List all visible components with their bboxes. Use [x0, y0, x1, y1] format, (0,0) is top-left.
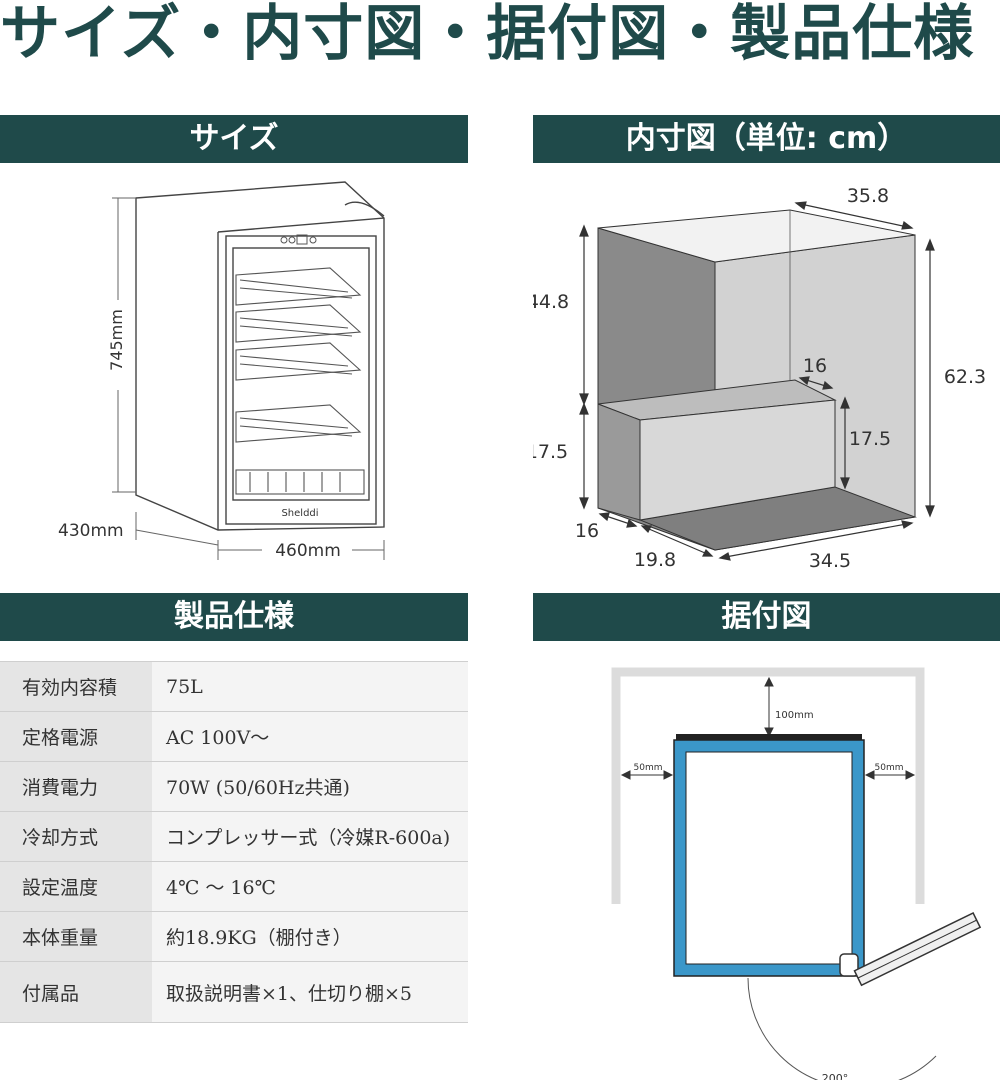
- top-gap-label: 100mm: [775, 710, 814, 721]
- height-label: 745mm: [107, 309, 126, 371]
- dim-bottom-width: 34.5: [809, 550, 851, 572]
- left-gap-label: 50mm: [634, 763, 663, 773]
- dim-bottom-front: 19.8: [634, 549, 676, 571]
- spec-label: 消費電力: [0, 761, 152, 812]
- spec-label: 定格電源: [0, 711, 152, 762]
- spec-label: 有効内容積: [0, 661, 152, 712]
- table-row: 付属品取扱説明書×1、仕切り棚×5: [0, 961, 468, 1023]
- page-title: サイズ・内寸図・据付図・製品仕様: [0, 0, 975, 69]
- dim-total-height: 62.3: [944, 366, 986, 388]
- spec-label: 冷却方式: [0, 811, 152, 862]
- section-header-install: 据付図: [533, 593, 1000, 641]
- size-diagram: Shelddi 745mm 430mm 460mm: [58, 181, 385, 561]
- section-header-interior: 内寸図（単位: cm）: [533, 115, 1000, 163]
- right-gap-label: 50mm: [875, 763, 904, 773]
- spec-value: 70W (50/60Hz共通): [152, 761, 468, 812]
- dim-step-height-right: 17.5: [849, 428, 891, 450]
- spec-value: コンプレッサー式（冷媒R-600a): [152, 811, 468, 862]
- brand-label: Shelddi: [281, 508, 318, 519]
- spec-label: 設定温度: [0, 861, 152, 912]
- dim-bottom-left: 16: [575, 520, 599, 542]
- spec-value: AC 100V～: [152, 711, 468, 762]
- spec-value: 4℃ ～ 16℃: [152, 861, 468, 912]
- depth-label: 430mm: [58, 521, 124, 541]
- install-diagram: 100mm 50mm 50mm 200°: [611, 667, 982, 1080]
- spec-value: 約18.9KG（棚付き）: [152, 911, 468, 962]
- spec-label: 付属品: [0, 961, 152, 1023]
- spec-value: 取扱説明書×1、仕切り棚×5: [152, 961, 468, 1023]
- width-label: 460mm: [275, 541, 341, 561]
- table-row: 冷却方式コンプレッサー式（冷媒R-600a): [0, 811, 468, 862]
- section-header-spec: 製品仕様: [0, 593, 468, 641]
- section-header-size: サイズ: [0, 115, 468, 163]
- door-angle-label: 200°: [822, 1072, 849, 1080]
- table-row: 本体重量約18.9KG（棚付き）: [0, 911, 468, 962]
- spec-label: 本体重量: [0, 911, 152, 962]
- spec-value: 75L: [152, 661, 468, 712]
- dim-step-height-left: 17.5: [533, 441, 568, 463]
- dim-upper-height: 44.8: [533, 291, 569, 313]
- interior-diagram: 35.8 44.8 62.3 16 17.5 17.5 16 19.8 34.5: [533, 185, 986, 572]
- dim-top-depth: 35.8: [847, 185, 889, 207]
- dim-step-depth: 16: [803, 355, 827, 377]
